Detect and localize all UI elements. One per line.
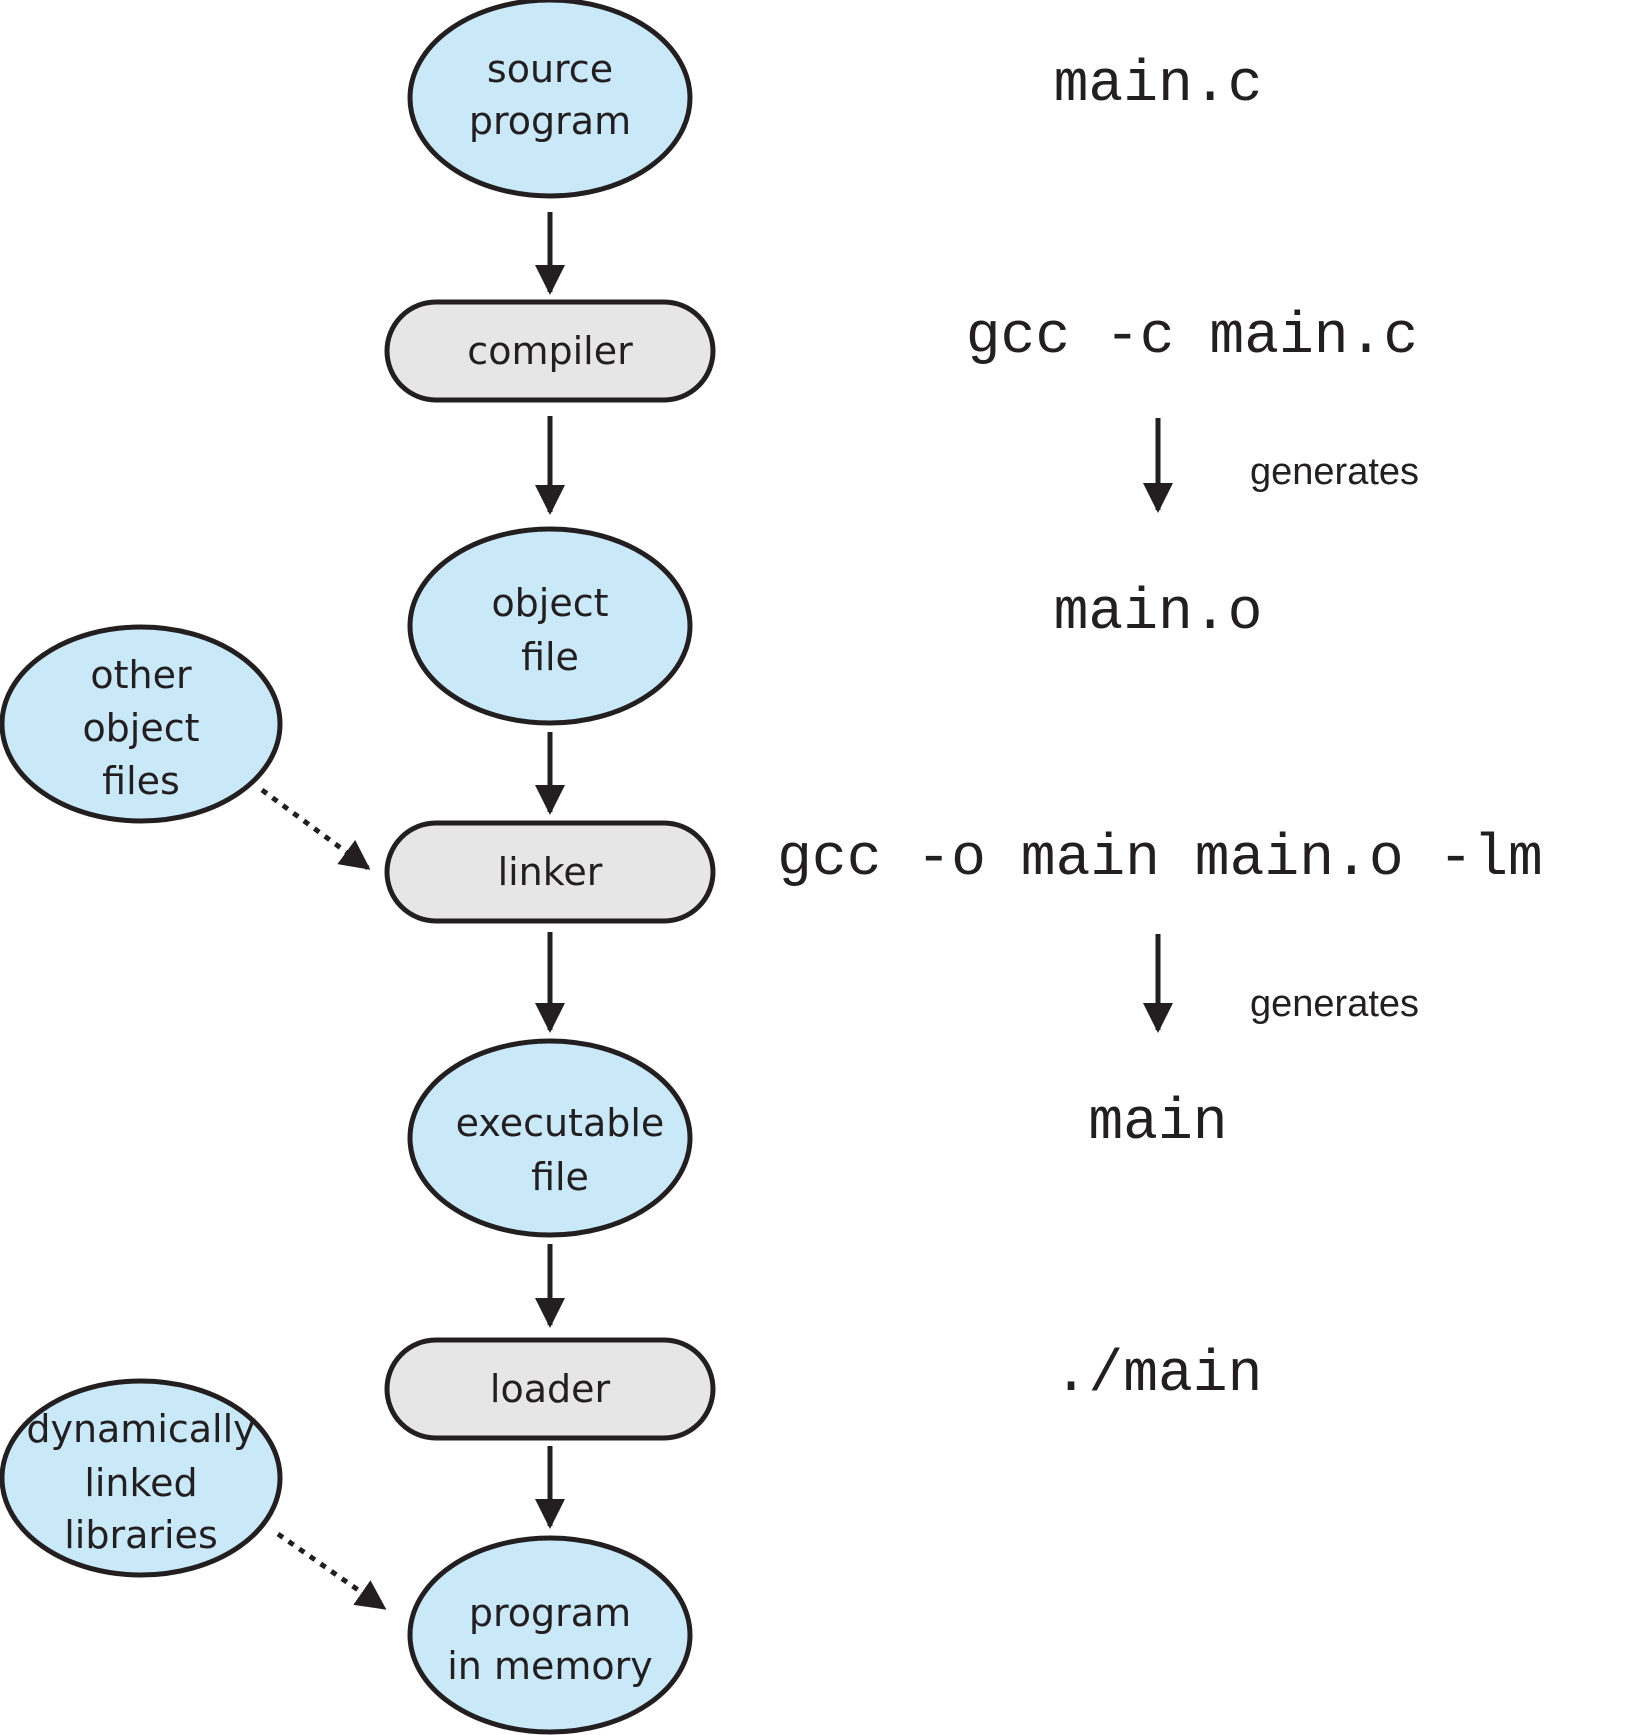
node-label-line: libraries	[64, 1513, 218, 1557]
node-dynamically-linked-libraries: dynamically linked libraries	[0, 1378, 283, 1578]
pill-shape	[384, 820, 716, 924]
ellipse-shape	[0, 624, 283, 824]
node-source-program: source program	[407, 0, 693, 199]
node-label-line: source	[487, 47, 613, 91]
node-label-line: object	[82, 706, 199, 750]
node-label-line: in memory	[447, 1644, 653, 1688]
node-linker: linker	[384, 820, 716, 924]
command-run-main: ./main	[1054, 1343, 1263, 1408]
node-label-line: program	[469, 99, 631, 143]
filename-main-o: main.o	[1054, 581, 1263, 646]
node-label-line: object	[491, 581, 608, 625]
node-label-line: other	[90, 653, 192, 697]
node-label-line: file	[521, 635, 579, 679]
node-label-line: linked	[84, 1461, 197, 1505]
nodes: source program compiler object file othe…	[0, 0, 716, 1735]
node-executable-file: executable file	[407, 1038, 693, 1238]
node-label-line: loader	[490, 1367, 611, 1411]
generates-label-1: generates	[1250, 451, 1419, 493]
command-gcc-link: gcc -o main main.o -lm	[777, 827, 1543, 892]
generates-label-2: generates	[1250, 983, 1419, 1025]
node-object-file: object file	[407, 526, 693, 726]
edges	[260, 212, 565, 1611]
node-label-line: dynamically	[26, 1407, 255, 1451]
ellipse-shape	[407, 1535, 693, 1735]
node-label-line: executable	[456, 1101, 665, 1145]
ellipse-shape	[0, 1378, 283, 1578]
node-program-in-memory: program in memory	[407, 1535, 693, 1735]
filename-main: main	[1088, 1091, 1227, 1156]
node-compiler: compiler	[384, 299, 716, 403]
ellipse-shape	[407, 526, 693, 726]
commands-column: main.c gcc -c main.c generates main.o gc…	[777, 53, 1543, 1408]
pill-shape	[384, 1337, 716, 1441]
pill-shape	[384, 299, 716, 403]
command-gcc-compile: gcc -c main.c	[966, 305, 1418, 370]
filename-main-c: main.c	[1054, 53, 1263, 118]
ellipse-shape	[407, 0, 693, 199]
node-loader: loader	[384, 1337, 716, 1441]
node-label-line: files	[102, 759, 180, 803]
edge-other-objects-to-linker	[260, 787, 371, 871]
node-label-line: linker	[498, 850, 603, 894]
node-label-line: file	[531, 1155, 589, 1199]
ellipse-shape	[407, 1038, 693, 1238]
node-label-line: compiler	[467, 329, 633, 373]
node-other-object-files: other object files	[0, 624, 283, 824]
node-label-line: program	[469, 1591, 631, 1635]
edge-libraries-to-memory	[276, 1531, 387, 1611]
